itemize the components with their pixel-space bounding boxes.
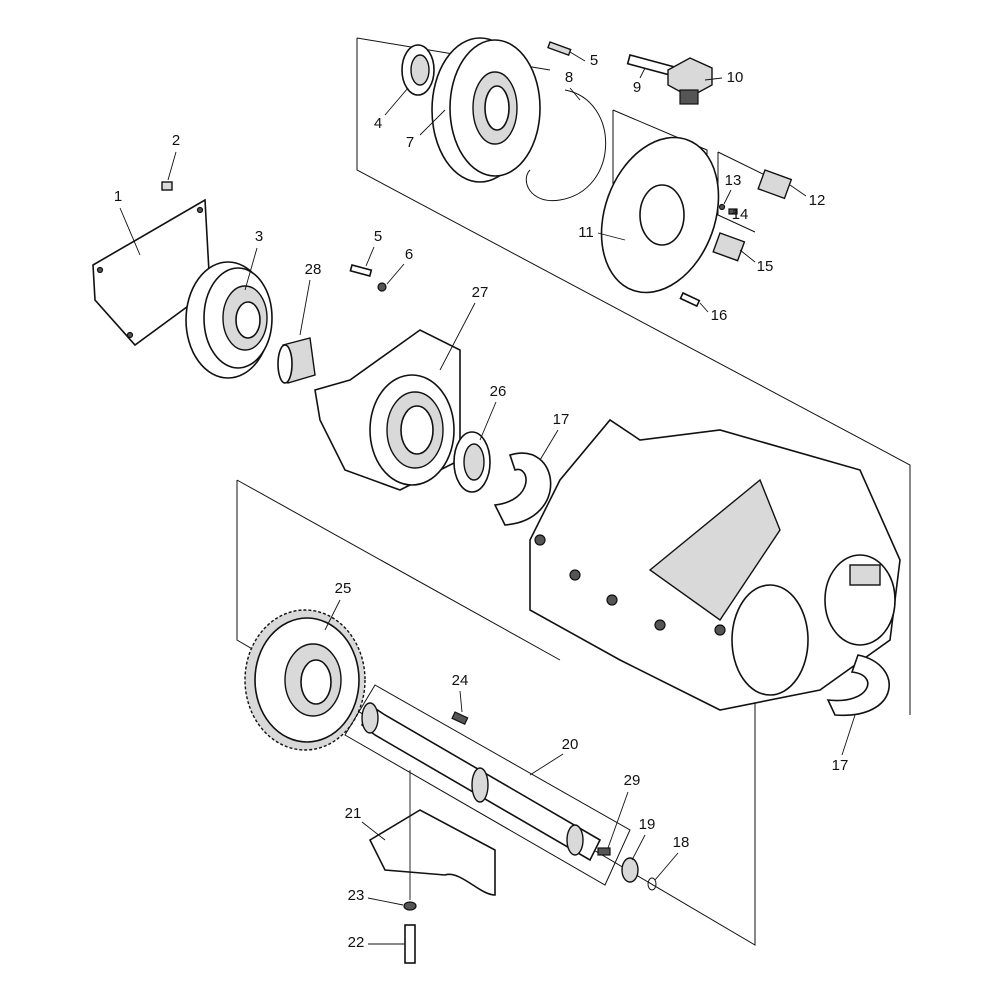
callout-13: 13 <box>725 172 742 189</box>
part-24-key <box>451 711 469 726</box>
callout-28: 28 <box>305 261 322 278</box>
callout-14: 14 <box>732 206 749 223</box>
part-23-washer <box>403 901 417 911</box>
part-25-gear <box>244 609 366 751</box>
callout-1: 1 <box>114 188 122 205</box>
part-18-ring <box>647 877 657 891</box>
callout-18: 18 <box>673 834 690 851</box>
part-3-pulley <box>185 261 273 379</box>
callout-29: 29 <box>624 772 641 789</box>
part-14-screw <box>728 208 738 215</box>
callout-7: 7 <box>406 134 414 151</box>
part-26-seal <box>453 431 491 493</box>
part-4-seal <box>401 44 435 96</box>
part-15-fitting <box>712 232 746 262</box>
callout-8: 8 <box>565 69 573 86</box>
callout-12: 12 <box>809 192 826 209</box>
callout-25: 25 <box>335 580 352 597</box>
part-13-washer <box>718 203 726 211</box>
part-5-screw <box>349 264 373 277</box>
part-17-bearing-shell-upper <box>493 452 552 526</box>
part-19-coupling <box>621 857 639 883</box>
part-16-screw <box>679 291 701 308</box>
callout-26: 26 <box>490 383 507 400</box>
part-28-bushing <box>277 337 316 384</box>
callout-21: 21 <box>345 805 362 822</box>
callout-2: 2 <box>172 132 180 149</box>
callout-23: 23 <box>348 887 365 904</box>
callout-9: 9 <box>633 79 641 96</box>
callout-5: 5 <box>374 228 382 245</box>
part-20-shaft <box>344 684 631 886</box>
part-21-bearing-cap <box>368 809 496 896</box>
callout-4: 4 <box>374 115 382 132</box>
part-22-bolt <box>404 924 416 964</box>
callout-labels: 1 2 3 4 5 7 8 9 10 11 12 13 14 15 16 5 6… <box>114 52 849 951</box>
callout-15: 15 <box>757 258 774 275</box>
callout-11: 11 <box>578 224 594 241</box>
callout-3: 3 <box>255 228 263 245</box>
part-12-elbow-fitting <box>757 169 793 200</box>
part-7-flange-housing <box>431 37 541 183</box>
part-17-bearing-shell-lower <box>826 654 890 716</box>
part-8-snap-ring <box>525 89 607 202</box>
part-29-pin <box>597 847 611 856</box>
part-9-bolt <box>626 54 675 77</box>
part-27-bearing-housing <box>314 329 461 491</box>
callout-17-upper: 17 <box>553 411 570 428</box>
callout-10: 10 <box>727 69 744 86</box>
callout-16: 16 <box>711 307 728 324</box>
part-2-screw <box>161 181 173 191</box>
callout-6: 6 <box>405 246 413 263</box>
callout-20: 20 <box>562 736 579 753</box>
callout-22: 22 <box>348 934 365 951</box>
part-10-block-fitting <box>667 57 713 105</box>
callout-24: 24 <box>452 672 469 689</box>
part-6-washer <box>377 282 387 292</box>
callout-17-lower: 17 <box>832 757 849 774</box>
part-1-cover-plate <box>92 198 211 347</box>
gearbox-housing <box>529 418 901 711</box>
callout-19: 19 <box>639 816 656 833</box>
callout-5-top: 5 <box>590 52 598 69</box>
callout-27: 27 <box>472 284 489 301</box>
part-5-screw-top <box>547 41 572 57</box>
part-11-cover-plate <box>600 136 720 294</box>
leader-lines <box>119 51 856 945</box>
